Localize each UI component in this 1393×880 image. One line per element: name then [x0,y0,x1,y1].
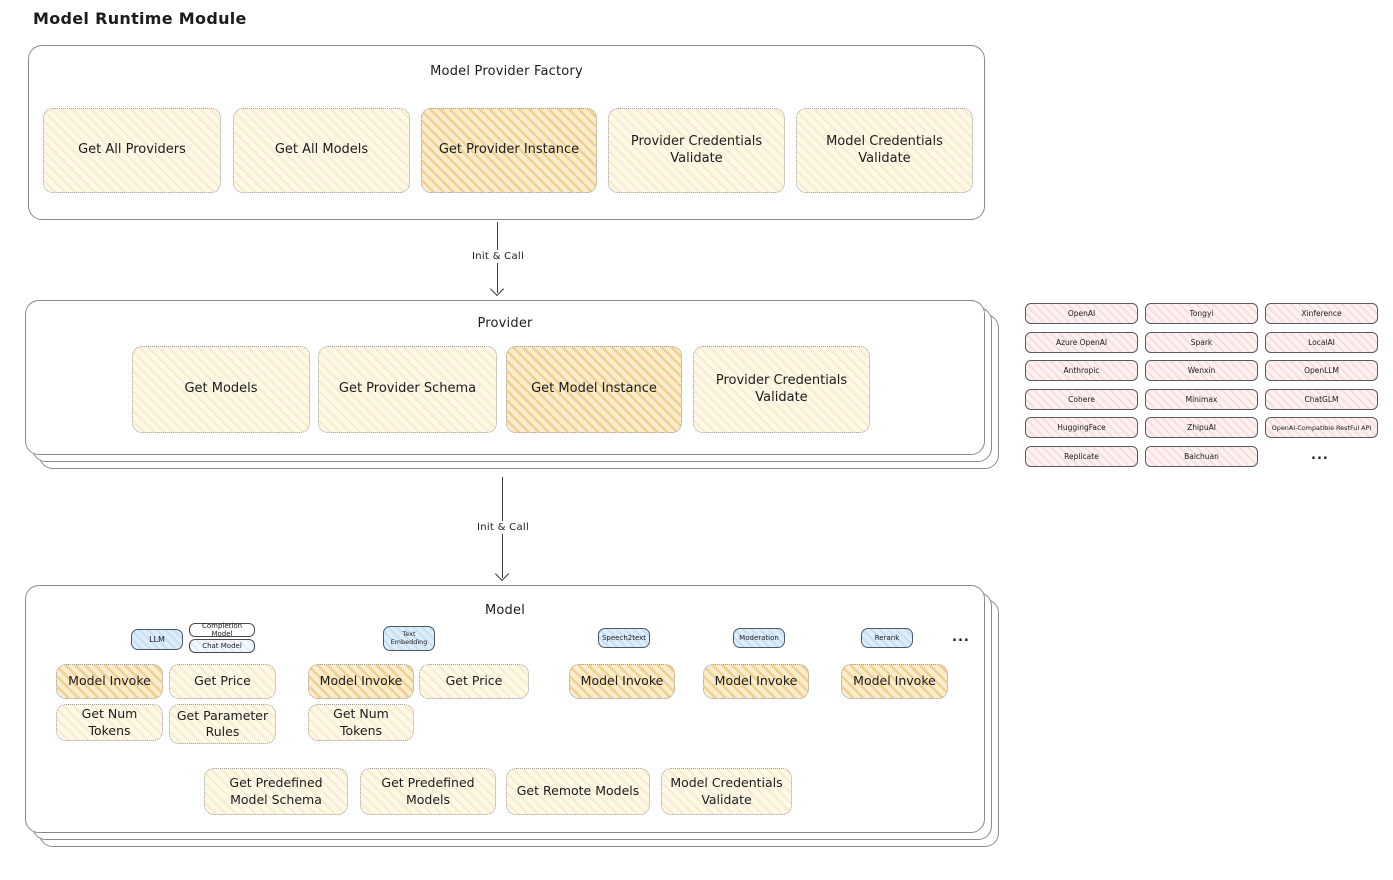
providers-grid-more: ... [1311,448,1329,463]
node-get-predefined-models: Get Predefined Models [360,768,496,815]
model-frame: Model LLM Completion Model Chat Model Te… [25,585,985,833]
node-rerank-model-invoke: Model Invoke [841,664,948,699]
node-llm-get-price: Get Price [169,664,276,699]
provider-pill-openai-compatible: OpenAI-Compatible RestFul API [1265,417,1378,438]
node-get-predefined-model-schema: Get Predefined Model Schema [204,768,348,815]
provider-frame: Provider Get Models Get Provider Schema … [25,300,985,455]
provider-pill-wenxin: Wenxin [1145,360,1258,381]
chip-text-embedding: Text Embedding [383,626,435,651]
node-get-all-models: Get All Models [233,108,410,193]
node-embedding-get-price: Get Price [419,664,529,699]
node-llm-get-num-tokens: Get Num Tokens [56,704,163,741]
chip-speech2text: Speech2text [598,628,650,648]
provider-pill-cohere: Cohere [1025,389,1138,410]
diagram-title: Model Runtime Module [33,9,247,28]
provider-caption: Provider [477,316,533,331]
provider-pill-chatglm: ChatGLM [1265,389,1378,410]
model-caption: Model [484,603,526,618]
node-model-credentials-validate: Model Credentials Validate [796,108,973,193]
arrow-factory-to-provider-label: Init & Call [466,250,530,263]
node-get-all-providers: Get All Providers [43,108,221,193]
chip-chat-model: Chat Model [189,639,255,653]
provider-pill-azure-openai: Azure OpenAI [1025,332,1138,353]
model-chips-more: ... [952,630,970,645]
node-embedding-model-invoke: Model Invoke [308,664,414,699]
node-get-models: Get Models [132,346,310,433]
node-speech2text-model-invoke: Model Invoke [569,664,675,699]
chip-moderation: Moderation [733,628,785,648]
node-model-credentials-validate-2: Model Credentials Validate [661,768,792,815]
node-embedding-get-num-tokens: Get Num Tokens [308,704,414,741]
provider-pill-baichuan: Baichuan [1145,446,1258,467]
node-provider-credentials-validate-2: Provider Credentials Validate [693,346,870,433]
provider-pill-replicate: Replicate [1025,446,1138,467]
node-llm-get-parameter-rules: Get Parameter Rules [169,704,276,744]
chip-completion-model: Completion Model [189,622,255,638]
node-provider-credentials-validate: Provider Credentials Validate [608,108,785,193]
chip-llm: LLM [131,629,183,650]
node-get-provider-schema: Get Provider Schema [318,346,497,433]
provider-pill-localai: LocalAI [1265,332,1378,353]
factory-caption: Model Provider Factory [430,64,583,79]
node-get-model-instance: Get Model Instance [506,346,682,433]
provider-pill-xinference: Xinference [1265,303,1378,324]
arrow-provider-to-model-label: Init & Call [471,521,535,534]
provider-pill-minimax: Minimax [1145,389,1258,410]
provider-pill-openllm: OpenLLM [1265,360,1378,381]
chip-rerank: Rerank [861,628,913,648]
provider-pill-zhipuai: ZhipuAI [1145,417,1258,438]
provider-pill-openai: OpenAI [1025,303,1138,324]
node-llm-model-invoke: Model Invoke [56,664,163,699]
provider-pill-anthropic: Anthropic [1025,360,1138,381]
provider-pill-tongyi: Tongyi [1145,303,1258,324]
node-get-remote-models: Get Remote Models [506,768,650,815]
provider-pill-huggingface: HuggingFace [1025,417,1138,438]
factory-frame: Model Provider Factory Get All Providers… [28,45,985,220]
node-moderation-model-invoke: Model Invoke [703,664,809,699]
node-get-provider-instance: Get Provider Instance [421,108,597,193]
provider-pill-spark: Spark [1145,332,1258,353]
